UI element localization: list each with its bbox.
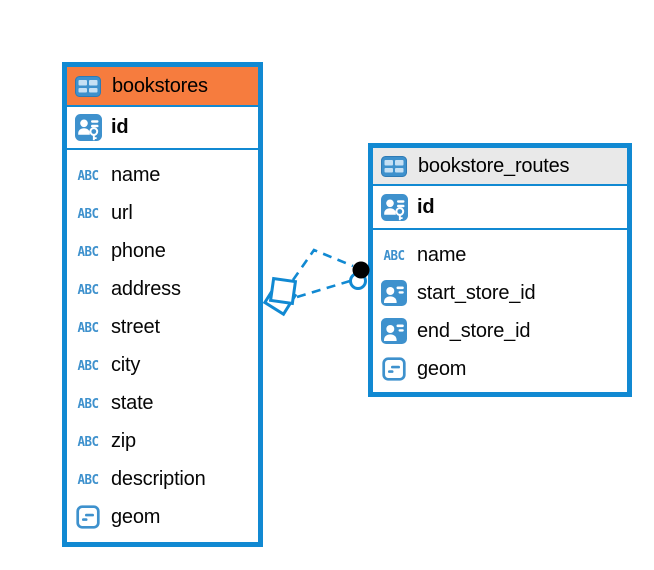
geometry-type-icon	[379, 357, 409, 381]
text-type-icon: ABC	[77, 357, 99, 373]
column-name: id	[417, 195, 435, 218]
relationship-line-1[interactable]	[291, 248, 354, 281]
text-type-icon: ABC	[77, 395, 99, 411]
column-name: geom	[417, 357, 467, 380]
text-type-icon: ABC	[77, 433, 99, 449]
column-name: zip	[111, 429, 136, 452]
text-type-icon: ABC	[77, 205, 99, 221]
column-row-id[interactable]: id	[373, 186, 627, 230]
column-name: state	[111, 391, 154, 414]
column-name: phone	[111, 239, 166, 262]
column-name: name	[111, 163, 161, 186]
text-type-icon: ABC	[77, 167, 99, 183]
column-row-url[interactable]: ABC url	[67, 194, 258, 232]
column-row-name[interactable]: ABC name	[373, 236, 627, 274]
column-name: url	[111, 201, 133, 224]
relationship-dot-marker[interactable]	[352, 261, 370, 279]
column-row-name[interactable]: ABC name	[67, 156, 258, 194]
reference-type-icon	[379, 318, 409, 344]
text-type-icon: ABC	[383, 247, 405, 263]
column-name: description	[111, 467, 206, 490]
reference-type-icon	[379, 280, 409, 306]
relationship-diamond-marker[interactable]	[262, 276, 298, 317]
column-name: city	[111, 353, 141, 376]
column-row-state[interactable]: ABC state	[67, 384, 258, 422]
column-row-id[interactable]: id	[67, 107, 258, 150]
column-name: end_store_id	[417, 319, 531, 342]
column-row-phone[interactable]: ABC phone	[67, 232, 258, 270]
column-row-geom[interactable]: geom	[373, 350, 627, 388]
column-name: street	[111, 315, 160, 338]
primary-key-icon	[73, 114, 103, 141]
column-row-zip[interactable]: ABC zip	[67, 422, 258, 460]
table-icon	[379, 155, 409, 177]
primary-key-icon	[379, 193, 409, 221]
column-row-description[interactable]: ABC description	[67, 460, 258, 498]
column-list: ABC name start_store_id	[373, 230, 627, 388]
column-list: ABC name ABC url ABC phone ABC address A…	[67, 150, 258, 536]
column-name: start_store_id	[417, 281, 536, 304]
text-type-icon: ABC	[77, 281, 99, 297]
entity-table-bookstores[interactable]: bookstores id ABC name	[62, 62, 263, 547]
column-name: address	[111, 277, 181, 300]
table-name: bookstore_routes	[418, 154, 570, 177]
table-icon	[73, 75, 103, 97]
column-row-start-store-id[interactable]: start_store_id	[373, 274, 627, 312]
table-name: bookstores	[112, 74, 208, 97]
table-header-bookstores[interactable]: bookstores	[67, 67, 258, 107]
column-name: geom	[111, 505, 161, 528]
column-row-geom[interactable]: geom	[67, 498, 258, 536]
column-name: name	[417, 243, 467, 266]
column-row-end-store-id[interactable]: end_store_id	[373, 312, 627, 350]
entity-table-bookstore-routes[interactable]: bookstore_routes id ABC name	[368, 143, 632, 397]
text-type-icon: ABC	[77, 319, 99, 335]
relationship-line-2[interactable]	[296, 279, 351, 299]
column-row-street[interactable]: ABC street	[67, 308, 258, 346]
column-row-address[interactable]: ABC address	[67, 270, 258, 308]
geometry-type-icon	[73, 505, 103, 529]
column-row-city[interactable]: ABC city	[67, 346, 258, 384]
table-header-bookstore-routes[interactable]: bookstore_routes	[373, 148, 627, 186]
text-type-icon: ABC	[77, 243, 99, 259]
column-name: id	[111, 116, 129, 138]
text-type-icon: ABC	[77, 471, 99, 487]
relationship-dot-ring[interactable]	[349, 272, 367, 290]
